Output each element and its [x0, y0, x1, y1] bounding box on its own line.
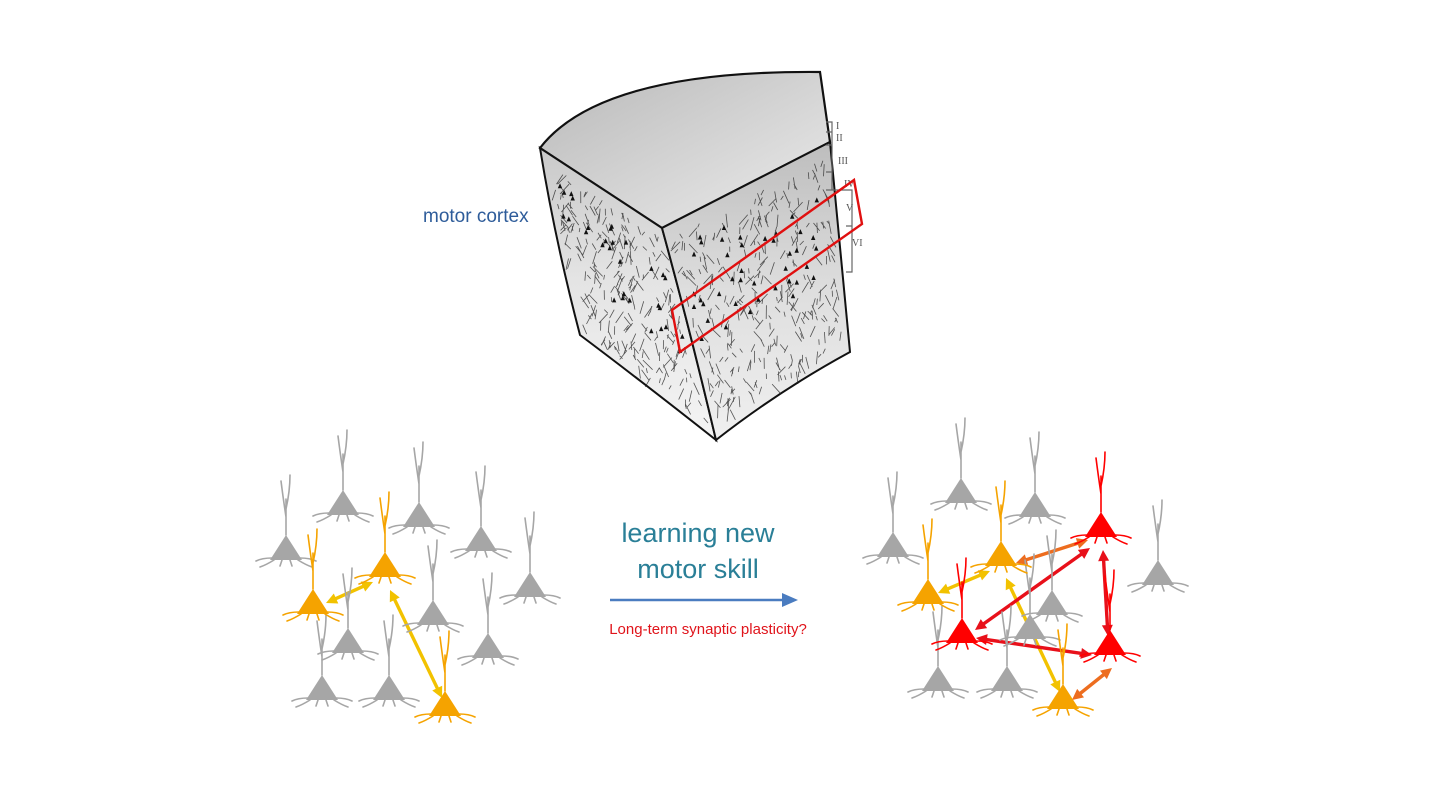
cortex-block: I II III IV V VI	[538, 70, 864, 443]
yellow-neuron	[282, 528, 344, 622]
learning-label-line-2: motor skill	[637, 554, 759, 584]
red-neuron	[1079, 569, 1141, 663]
gray-neuron	[499, 511, 561, 605]
layer-label-iii: III	[838, 156, 848, 167]
gray-neuron	[976, 605, 1038, 699]
layer-label-vi: VI	[852, 238, 863, 249]
layer-label-v: V	[846, 203, 854, 214]
gray-neuron	[457, 572, 519, 666]
gray-neuron	[930, 417, 992, 511]
gray-neuron	[388, 441, 450, 535]
plasticity-question-label: Long-term synaptic plasticity?	[609, 621, 807, 638]
transition-arrow	[610, 593, 798, 607]
gray-neuron	[450, 465, 512, 559]
red-connection	[975, 548, 1090, 630]
network-after	[862, 417, 1189, 717]
motor-cortex-label: motor cortex	[423, 206, 529, 227]
network-before	[255, 429, 561, 724]
gray-neuron	[358, 614, 420, 708]
yellow-neuron	[354, 491, 416, 585]
layer-v-highlight-box	[670, 177, 864, 355]
gray-neuron	[1004, 431, 1066, 525]
red-neuron	[931, 557, 993, 651]
gray-neuron	[862, 471, 924, 565]
gray-neuron	[255, 474, 317, 568]
layer-label-ii: II	[836, 133, 843, 144]
learning-label-line-1: learning new	[621, 518, 775, 548]
gray-neuron	[312, 429, 374, 523]
yellow-neuron	[897, 518, 959, 612]
yellow-neuron	[414, 630, 476, 724]
gray-neuron	[402, 539, 464, 633]
yellow-neuron	[1032, 623, 1094, 717]
gray-neuron	[291, 614, 353, 708]
yellow-connection	[389, 590, 443, 698]
connections-after	[938, 538, 1113, 700]
orange-connection	[1072, 668, 1112, 700]
gray-neuron	[317, 567, 379, 661]
yellow-neuron	[970, 480, 1032, 574]
cortex-cell-texture	[551, 160, 842, 424]
layer-label-i: I	[836, 121, 839, 132]
red-neuron	[1070, 451, 1132, 545]
gray-neuron	[1127, 499, 1189, 593]
gray-neuron	[907, 605, 969, 699]
